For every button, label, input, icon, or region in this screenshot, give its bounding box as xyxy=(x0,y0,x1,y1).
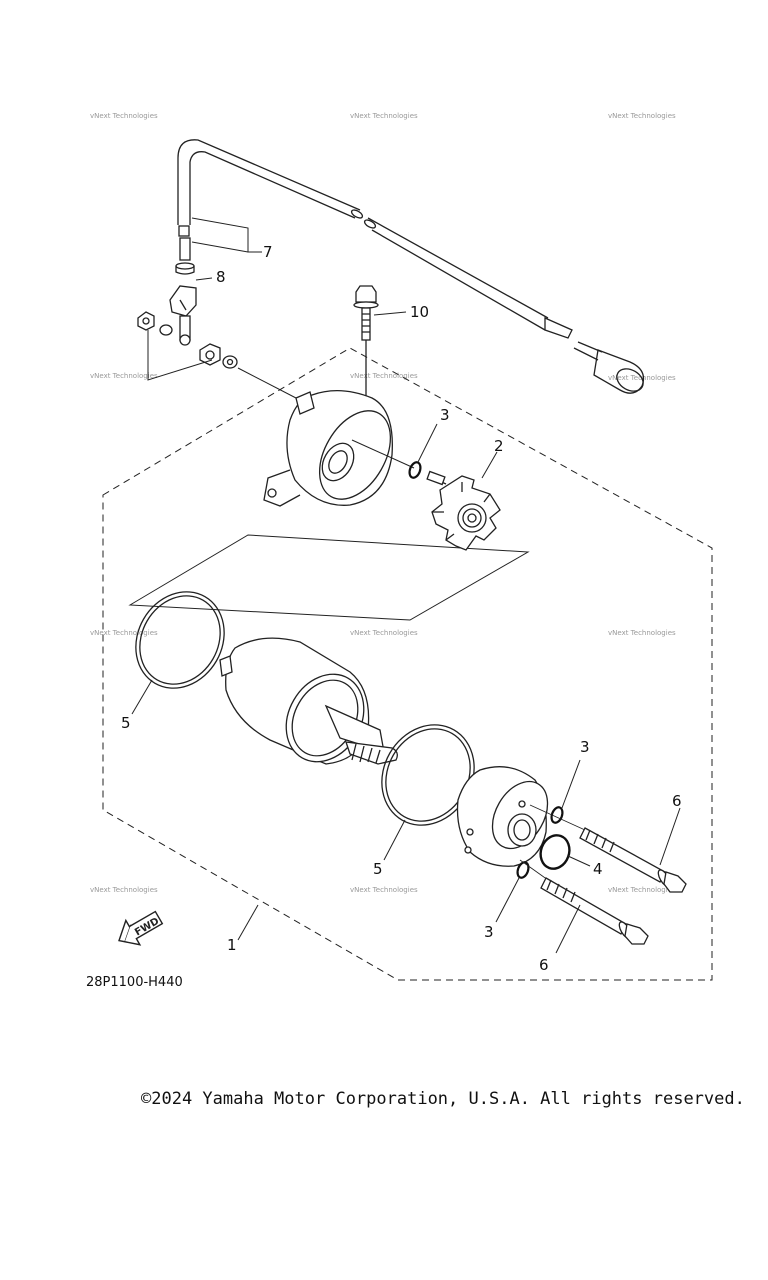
o-ring-3-bottom xyxy=(516,861,530,879)
callout-8: 8 xyxy=(216,268,226,286)
front-cover xyxy=(456,766,549,867)
starter-cable xyxy=(175,139,645,394)
watermark-text: vNext Technologies xyxy=(608,886,676,894)
callout-6-upper: 6 xyxy=(672,792,682,810)
copyright-notice: ©2024 Yamaha Motor Corporation, U.S.A. A… xyxy=(141,1089,745,1109)
watermarks: vNext Technologies vNext Technologies vN… xyxy=(90,112,676,894)
rear-cover xyxy=(263,390,415,507)
watermark-text: vNext Technologies xyxy=(90,112,158,120)
o-ring-3-top xyxy=(408,461,422,479)
callout-7: 7 xyxy=(263,243,273,261)
o-ring-5-left xyxy=(135,591,225,689)
callout-6-lower: 6 xyxy=(539,956,549,974)
brush-holder xyxy=(426,470,501,551)
callout-5-right: 5 xyxy=(373,860,383,878)
motor-yoke xyxy=(219,637,398,765)
o-ring-3-mid xyxy=(550,806,564,824)
watermark-text: vNext Technologies xyxy=(608,629,676,637)
diagram-reference-code: 28P1100-H440 xyxy=(86,975,183,990)
alignment-lines xyxy=(519,804,586,881)
callout-lines-top xyxy=(147,217,297,399)
bolt-6-lower xyxy=(540,877,649,945)
callout-10: 10 xyxy=(410,303,429,321)
watermark-text: vNext Technologies xyxy=(90,629,158,637)
callout-2: 2 xyxy=(494,437,504,455)
watermark-text: vNext Technologies xyxy=(608,112,676,120)
watermark-text: vNext Technologies xyxy=(90,886,158,894)
callout-4: 4 xyxy=(593,860,603,878)
assembly-outline xyxy=(102,347,713,981)
callout-3-top: 3 xyxy=(440,406,450,424)
terminal-nuts xyxy=(137,311,238,369)
callout-3-bottom: 3 xyxy=(484,923,494,941)
starter-motor-exploded-diagram: vNext Tech vNext Technologies vNext Tech… xyxy=(90,112,713,981)
bolt-10 xyxy=(353,285,379,420)
watermark-text: vNext Technologies xyxy=(350,886,418,894)
watermark-text: vNext Technologies xyxy=(350,112,418,120)
callout-1: 1 xyxy=(227,936,237,954)
callout-3-mid: 3 xyxy=(580,738,590,756)
cable-terminal xyxy=(169,285,197,346)
o-ring-4 xyxy=(539,834,571,870)
brush-plane-outline xyxy=(128,534,530,621)
watermark-text: vNext Technologies xyxy=(350,372,418,380)
watermark-text: vNext Technologies xyxy=(350,629,418,637)
callout-labels: 7 8 10 3 2 5 3 6 4 5 3 1 6 xyxy=(121,243,682,974)
bolt-6-upper xyxy=(579,827,687,893)
callout-5-left: 5 xyxy=(121,714,131,732)
forward-arrow-icon: FWD xyxy=(118,910,164,946)
watermark-text: vNext Technologies xyxy=(90,372,158,380)
